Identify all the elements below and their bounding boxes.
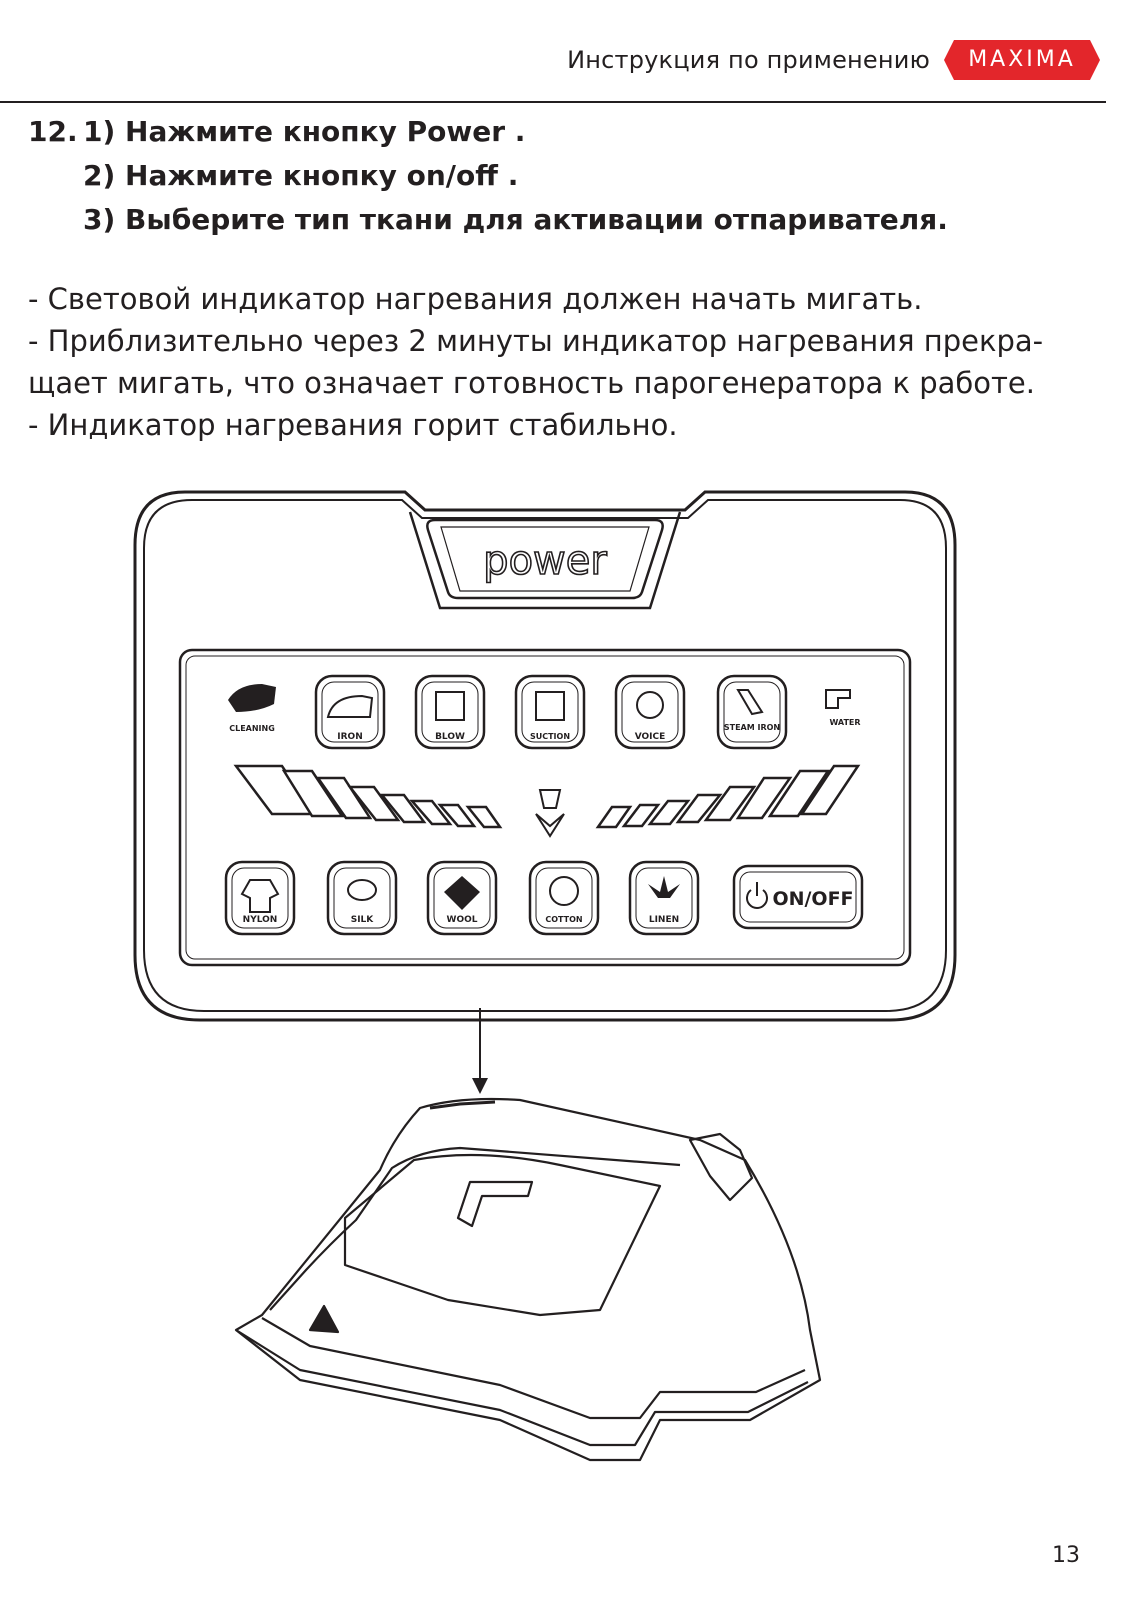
fabric-buttons: NYLON SILK WOOL COTTON LINEN (224, 860, 864, 936)
button-label: IRON (337, 732, 362, 742)
fabric-button-silk[interactable]: SILK (326, 860, 398, 936)
linen-icon (648, 876, 680, 898)
shirt-icon (240, 879, 280, 913)
note-line: - Индикатор нагревания горит стабильно. (28, 408, 678, 442)
heat-segment (647, 799, 691, 826)
step-text: 2) Нажмите кнопку on/off . (83, 159, 519, 192)
power-button[interactable]: power (426, 518, 664, 600)
step-text: 3) Выберите тип ткани для активации отпа… (83, 203, 948, 236)
steam-iron-icon (736, 689, 764, 716)
heat-segment (703, 785, 757, 822)
suction-icon (535, 691, 565, 721)
heat-segment (767, 769, 831, 818)
heat-segment (675, 793, 723, 824)
pointer-arrow (472, 1008, 488, 1094)
blow-button[interactable]: BLOW (414, 674, 486, 750)
note-line: - Приблизительно через 2 минуты индикато… (28, 324, 1044, 400)
heat-segment (281, 769, 345, 818)
heat-segment (799, 764, 861, 816)
wool-icon (444, 876, 480, 910)
fabric-button-cotton[interactable]: COTTON (528, 860, 600, 936)
page-number: 13 (1052, 1543, 1080, 1568)
button-label: SILK (351, 915, 375, 925)
step-item: 2) Нажмите кнопку on/off . (28, 154, 948, 198)
voice-button[interactable]: VOICE (614, 674, 686, 750)
fabric-button-wool[interactable]: WOOL (426, 860, 498, 936)
onoff-button[interactable]: ON/OFF (732, 864, 864, 930)
button-label: VOICE (635, 732, 666, 742)
step-text: 1) Нажмите кнопку Power . (83, 115, 526, 148)
step-number: 12. (28, 115, 78, 148)
heat-segment (735, 776, 793, 820)
brand-logo: MAXIMA (944, 40, 1100, 80)
heat-indicator-bar (233, 764, 861, 838)
button-label: NYLON (243, 915, 278, 925)
header-rule (0, 101, 1106, 103)
iron-illustration (234, 1097, 822, 1462)
steps-list: 12. 1) Нажмите кнопку Power . 2) Нажмите… (28, 110, 948, 242)
water-indicator: WATER (825, 689, 861, 727)
onoff-label: ON/OFF (772, 888, 853, 910)
power-label: power (483, 538, 607, 584)
steam-center-icon (535, 789, 565, 838)
iron-button[interactable]: IRON (314, 674, 386, 750)
water-tap-icon (825, 689, 851, 709)
header-title: Инструкция по применению (567, 46, 930, 74)
button-label: LINEN (649, 915, 679, 925)
heat-segment (621, 803, 661, 828)
notes-block: - Световой индикатор нагревания должен н… (28, 278, 1088, 446)
note-line: - Световой индикатор нагревания должен н… (28, 282, 923, 316)
button-label: CLEANING (229, 724, 275, 733)
page-header: Инструкция по применению MAXIMA (567, 40, 1100, 80)
power-icon (746, 882, 768, 909)
control-panel (133, 490, 957, 1022)
iron-icon (326, 694, 374, 718)
button-label: BLOW (435, 732, 465, 742)
heat-segment (347, 785, 401, 822)
fabric-button-nylon[interactable]: NYLON (224, 860, 296, 936)
button-label: WOOL (447, 915, 478, 925)
heat-segment (595, 805, 633, 829)
fabric-button-linen[interactable]: LINEN (628, 860, 700, 936)
blow-icon (435, 691, 465, 721)
silk-icon (347, 879, 377, 901)
illustration: power CLEANING IRON BLOW SUCTION (133, 490, 957, 1462)
step-item: 3) Выберите тип ткани для активации отпа… (28, 198, 948, 242)
cotton-icon (549, 876, 579, 906)
button-label: COTTON (545, 915, 582, 924)
heat-segment (409, 799, 453, 826)
suction-button[interactable]: SUCTION (514, 674, 586, 750)
heat-segment (315, 776, 373, 820)
heat-segment (437, 803, 477, 828)
heat-segment (379, 793, 427, 824)
top-buttons: CLEANING IRON BLOW SUCTION VOICE (228, 674, 861, 750)
step-item: 12. 1) Нажмите кнопку Power . (28, 110, 948, 154)
brand-name: MAXIMA (968, 47, 1076, 72)
cleaning-button[interactable]: CLEANING (228, 684, 276, 733)
heat-segment (465, 805, 503, 829)
cleaning-icon (228, 684, 276, 712)
brand-logo-shape (944, 40, 1100, 80)
button-label: STEAM IRON (724, 723, 780, 732)
voice-icon (636, 691, 664, 719)
button-label: WATER (829, 718, 860, 727)
steam-iron-button[interactable]: STEAM IRON (716, 674, 788, 750)
button-label: SUCTION (530, 732, 570, 741)
